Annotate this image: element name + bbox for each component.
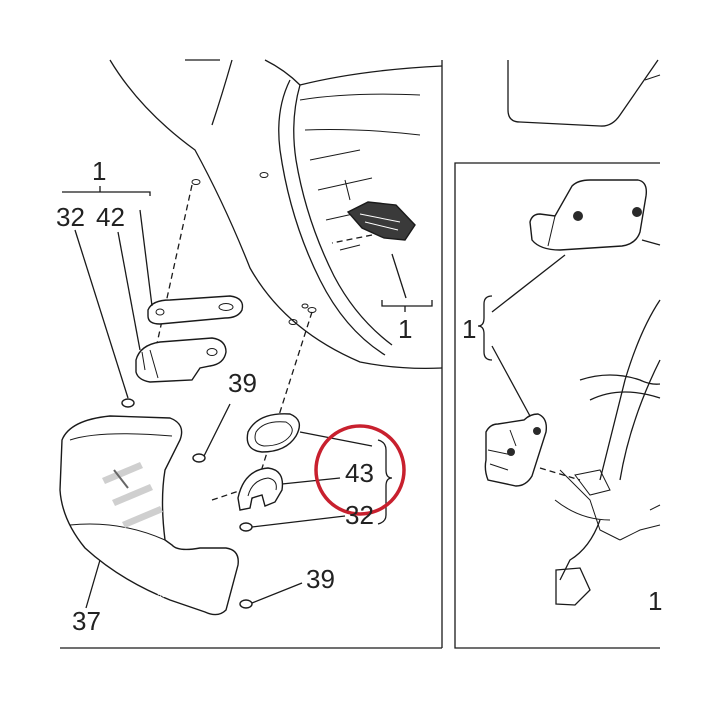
bracket-plate xyxy=(147,295,244,325)
callout-39-lower: 39 xyxy=(306,564,335,594)
right-bracket-piece xyxy=(484,413,581,487)
callout-42-top-left: 42 xyxy=(96,202,125,232)
seal-ring-upper xyxy=(246,413,301,453)
screw-39-upper xyxy=(192,453,206,463)
callout-1-right-panel: 1 xyxy=(462,314,476,344)
right-body-section xyxy=(554,239,661,606)
leader-lines xyxy=(62,186,433,609)
callout-1-right-edge: 1 xyxy=(648,586,662,616)
top-right-part-outline xyxy=(507,59,661,127)
screw-39-lower xyxy=(239,599,253,609)
bracket-clip xyxy=(135,337,227,383)
callout-39-upper: 39 xyxy=(228,368,257,398)
callout-32-lower: 32 xyxy=(345,500,374,530)
vent-grille xyxy=(346,201,416,241)
callout-1-mid-right: 1 xyxy=(398,314,412,344)
cover-panel: BO M MARELLI xyxy=(59,415,239,616)
fairing-body xyxy=(109,59,443,370)
seal-ring-lower xyxy=(237,467,284,511)
cover-stripes xyxy=(102,462,163,528)
screw-32-lower xyxy=(239,522,253,532)
cover-logo-m: M xyxy=(150,570,171,594)
left-panel-frame xyxy=(60,60,443,649)
callout-32-top-left: 32 xyxy=(56,202,85,232)
callout-1-top-left: 1 xyxy=(92,156,106,186)
callout-43: 43 xyxy=(345,458,374,488)
right-cover-piece xyxy=(529,179,648,251)
right-panel-frame xyxy=(454,162,660,649)
screw-32-upper xyxy=(121,398,135,408)
highlight-circle xyxy=(314,424,406,516)
callout-37: 37 xyxy=(72,606,101,636)
right-leader-lines xyxy=(477,254,566,417)
